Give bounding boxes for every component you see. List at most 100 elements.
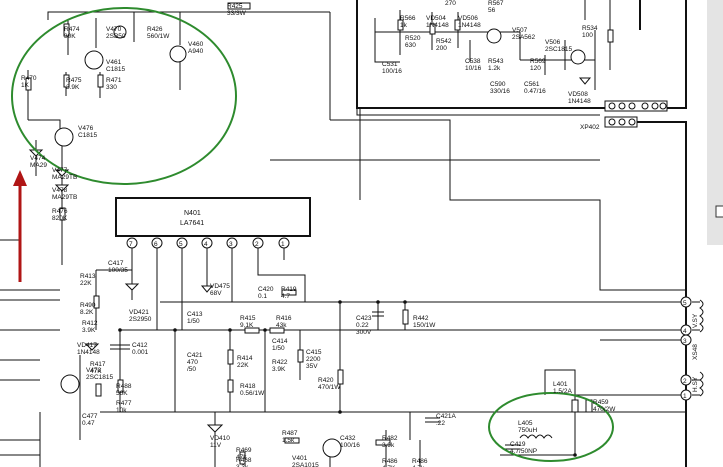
upper-left-circuit — [0, 2, 331, 265]
ic-n401: N401 LA7641 — [115, 197, 311, 237]
lower-right-circuit — [500, 369, 600, 457]
lower-middle-circuit — [0, 283, 440, 467]
ic-pin: 5 — [179, 241, 183, 248]
component-label: R4864.7k — [412, 458, 428, 467]
ic-pin: 2 — [255, 241, 259, 248]
ic-name: N401 — [184, 210, 201, 217]
ic-part: LA7641 — [180, 220, 204, 227]
ic-pins: 7 6 5 4 3 2 1 — [126, 237, 290, 249]
ic-pin: 3 — [229, 241, 233, 248]
coil-label-xs48: XS48 — [692, 344, 699, 360]
conn-pin: 4 — [683, 328, 687, 335]
ic-pin: 4 — [204, 241, 208, 248]
coil-label-vsy: V.SY — [692, 313, 699, 328]
coil-label-hsy: H.SY — [692, 376, 699, 392]
ic-pin: 7 — [129, 241, 133, 248]
connector-xp402-bottom — [604, 116, 638, 128]
component-label: R4683.3k — [236, 457, 252, 467]
upper-right-circuit — [374, 0, 614, 90]
highlight-ellipse-upper-left — [11, 7, 237, 185]
ic-pin: 1 — [281, 241, 285, 248]
conn-pin: 1 — [683, 393, 687, 400]
connector-label-xp402: XP402 — [580, 124, 600, 131]
right-connector: 5 4 3 2 1 V.SY XS48 H.SY — [680, 296, 704, 401]
conn-pin: 5 — [683, 300, 687, 307]
conn-pin: 2 — [683, 378, 687, 385]
red-arrow — [13, 170, 27, 282]
ic-pin: 6 — [154, 241, 158, 248]
conn-pin: 3 — [683, 338, 687, 345]
highlight-ellipse-lower-right — [488, 392, 614, 462]
panel-handle — [715, 205, 723, 218]
component-label: 270 — [445, 0, 456, 7]
connector-xp402-top — [604, 100, 668, 112]
